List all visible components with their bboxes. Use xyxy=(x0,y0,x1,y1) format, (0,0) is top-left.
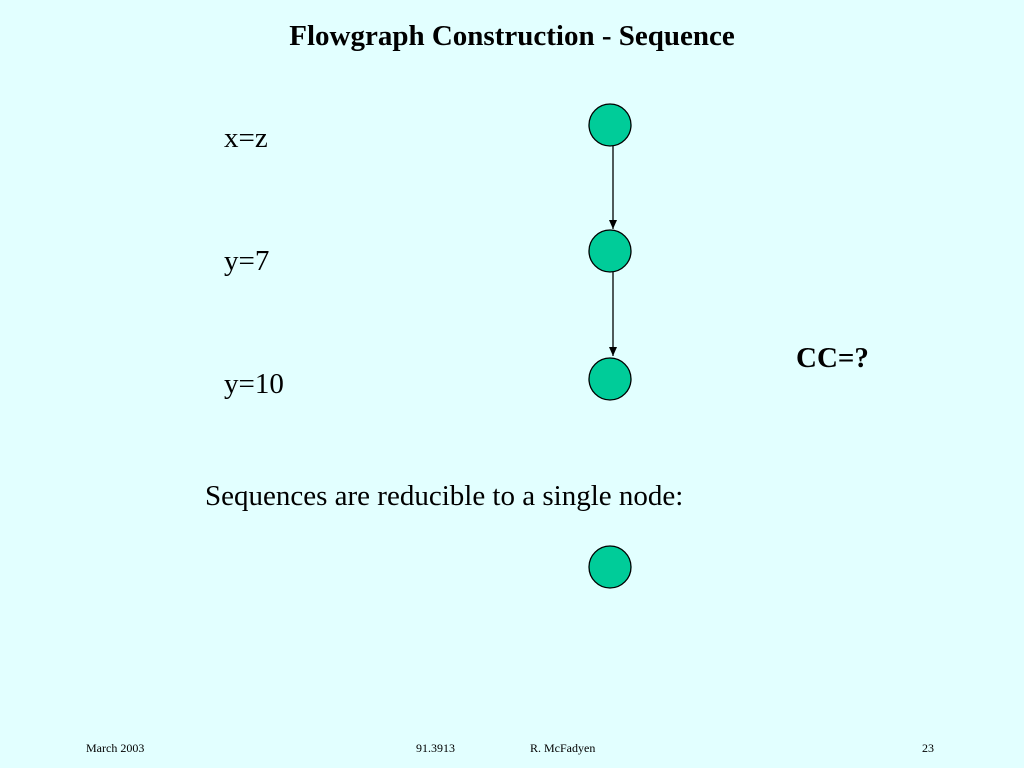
cc-label: CC=? xyxy=(796,342,869,374)
slide-title: Flowgraph Construction - Sequence xyxy=(289,20,735,52)
footer-author: R. McFadyen xyxy=(530,741,596,755)
statement-3: y=10 xyxy=(224,368,284,400)
reduction-caption: Sequences are reducible to a single node… xyxy=(205,480,684,512)
statement-2: y=7 xyxy=(224,245,270,277)
footer-date: March 2003 xyxy=(86,741,145,755)
node-n1 xyxy=(588,103,632,147)
node-n3 xyxy=(588,357,632,401)
reduced-node xyxy=(588,545,632,589)
statement-1: x=z xyxy=(224,122,268,154)
node-n2 xyxy=(588,229,632,273)
footer-course: 91.3913 xyxy=(416,741,455,755)
footer-page-number: 23 xyxy=(922,741,934,755)
